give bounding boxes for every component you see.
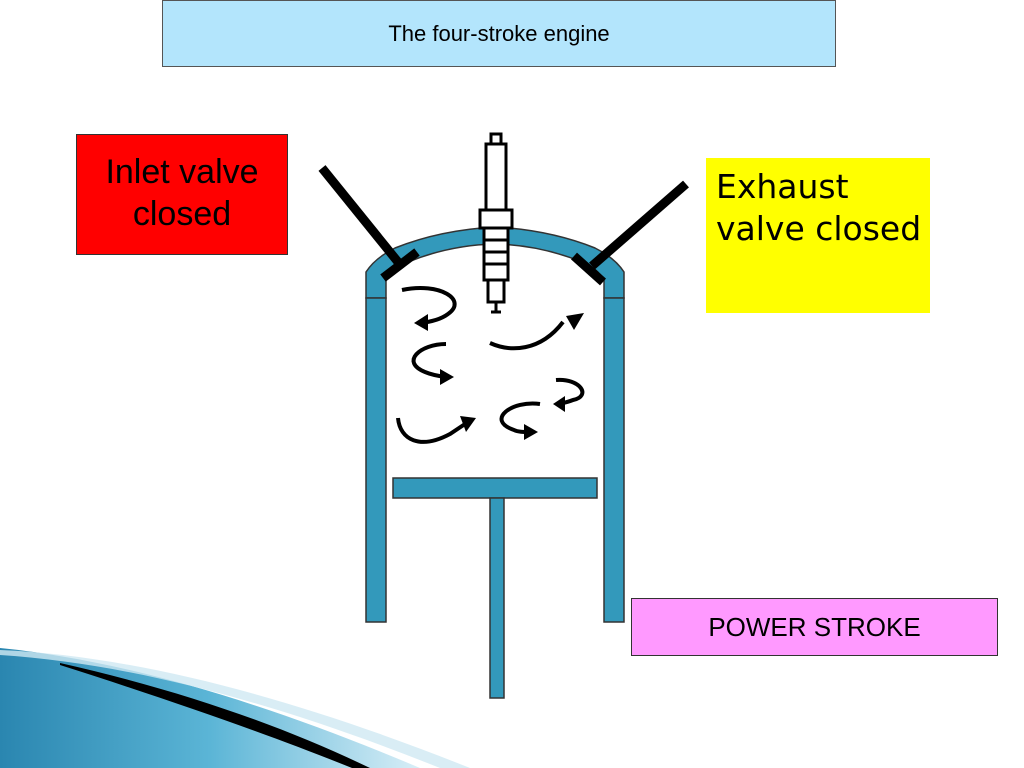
stroke-label-box: POWER STROKE xyxy=(631,598,998,656)
inlet-valve-label-box: Inlet valve closed xyxy=(76,134,288,255)
title-box: The four-stroke engine xyxy=(162,0,836,67)
connecting-rod xyxy=(489,497,505,699)
cylinder-wall-right xyxy=(603,297,625,623)
inlet-valve-label: Inlet valve closed xyxy=(105,153,259,233)
decorative-swoosh xyxy=(0,648,470,768)
page-title: The four-stroke engine xyxy=(388,20,610,46)
cylinder-wall-left xyxy=(365,297,387,623)
swirl-arrows xyxy=(396,286,585,444)
piston-head xyxy=(392,477,598,499)
inlet-valve xyxy=(318,165,420,282)
exhaust-valve xyxy=(570,180,689,286)
exhaust-valve-label-box: Exhaust valve closed xyxy=(706,158,930,313)
swirl-arrowheads xyxy=(414,313,584,440)
spark-plug xyxy=(478,132,514,314)
stroke-label: POWER STROKE xyxy=(708,611,921,642)
exhaust-valve-label: Exhaust valve closed xyxy=(716,167,922,248)
